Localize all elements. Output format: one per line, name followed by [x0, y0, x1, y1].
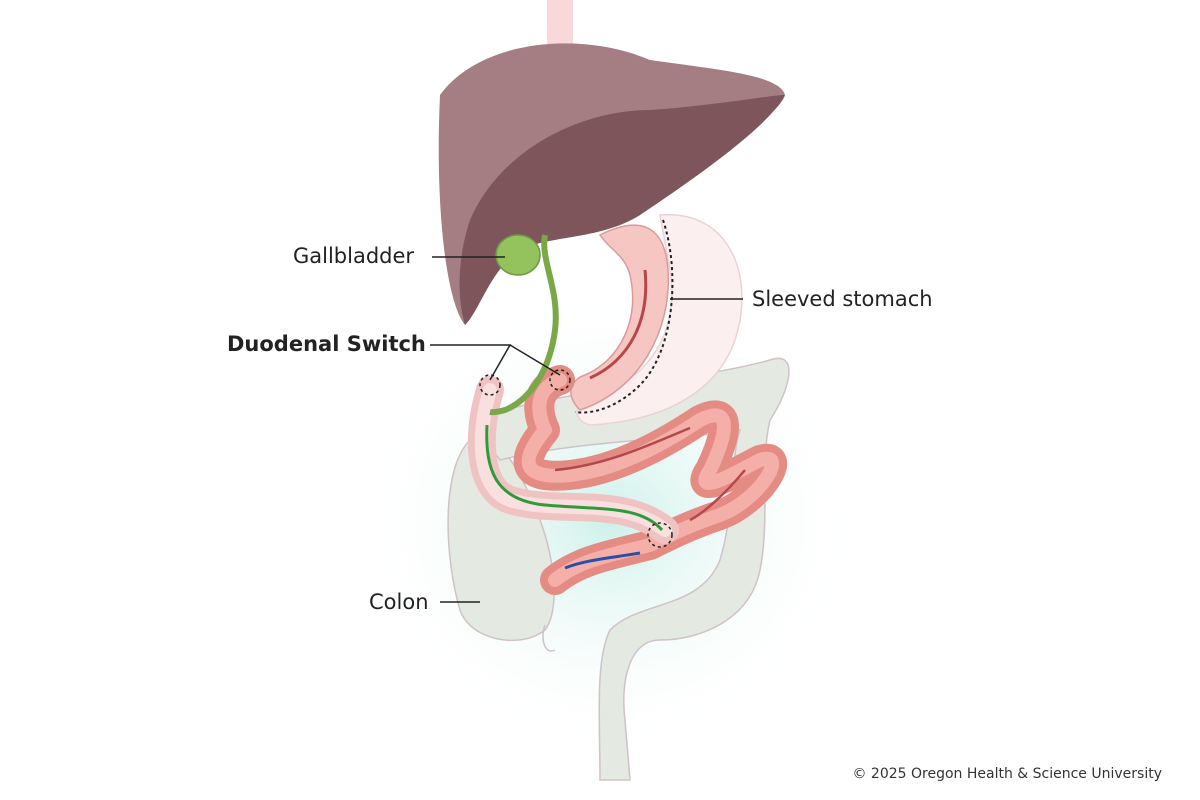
leader-lines: [430, 256, 743, 603]
food-arrow-intestine: [554, 426, 746, 522]
label-colon: Colon: [369, 590, 429, 614]
pylorus-ring: [549, 369, 571, 391]
copyright-notice: © 2025 Oregon Health & Science Universit…: [852, 766, 1162, 782]
removed-stomach-portion: [576, 214, 743, 426]
mixed-flow-arrow: [564, 551, 641, 570]
ileal-anastomosis-ring: [647, 522, 673, 548]
label-gallbladder: Gallbladder: [293, 244, 415, 268]
bile-arrow: [485, 424, 664, 532]
food-arrow-stomach: [589, 269, 648, 380]
label-sleeved-stomach: Sleeved stomach: [752, 287, 933, 311]
staple-line: [574, 219, 674, 414]
label-duodenal-switch: Duodenal Switch: [227, 332, 426, 356]
liver: [438, 43, 785, 325]
bile-duct: [489, 234, 559, 416]
duodenal-anastomosis-ring: [479, 374, 501, 396]
gallbladder: [495, 234, 541, 276]
